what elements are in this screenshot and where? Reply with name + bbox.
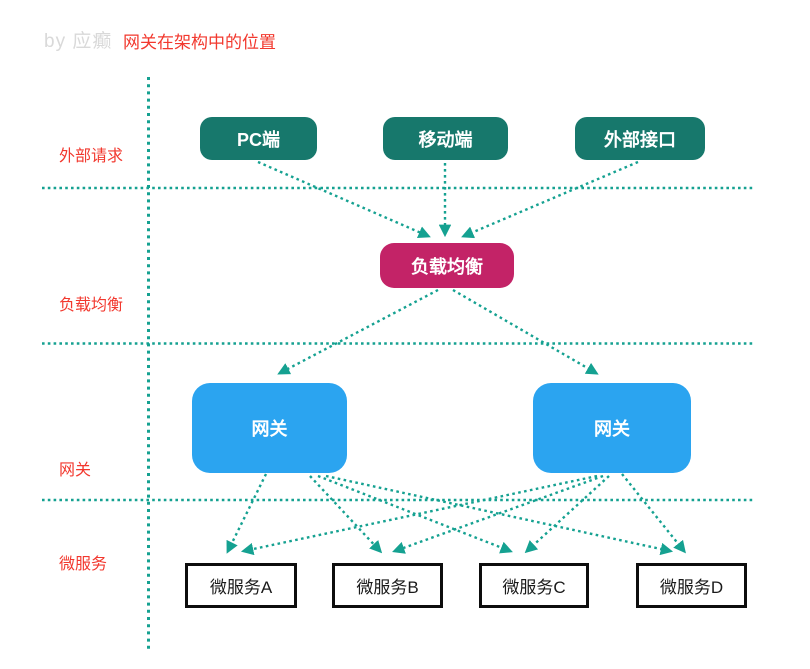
node-microservice-b: 微服务B [332,563,443,608]
node-microservice-a: 微服务A [185,563,297,608]
row-label-load-balancing: 负载均衡 [59,297,124,314]
edges-gateway-left-to-ms [226,473,674,556]
edges-gateway-right-to-ms [240,473,686,556]
edges-requests-to-lb [257,160,639,239]
node-gateway-right: 网关 [533,383,691,473]
row-label-external-requests: 外部请求 [59,148,124,165]
node-external-api: 外部接口 [575,117,705,160]
page-title: 网关在架构中的位置 [123,33,276,52]
row-label-gateway: 网关 [59,462,92,479]
byline: by 应癫 [44,31,113,52]
node-load-balancer: 负载均衡 [380,243,514,288]
node-gateway-left: 网关 [192,383,347,473]
node-mobile-client: 移动端 [383,117,508,160]
node-microservice-c: 微服务C [479,563,589,608]
edges-lb-to-gateways [277,288,599,375]
lane-grid [42,77,755,652]
node-microservice-d: 微服务D [636,563,747,608]
row-label-microservices: 微服务 [59,556,108,573]
node-pc-client: PC端 [200,117,317,160]
